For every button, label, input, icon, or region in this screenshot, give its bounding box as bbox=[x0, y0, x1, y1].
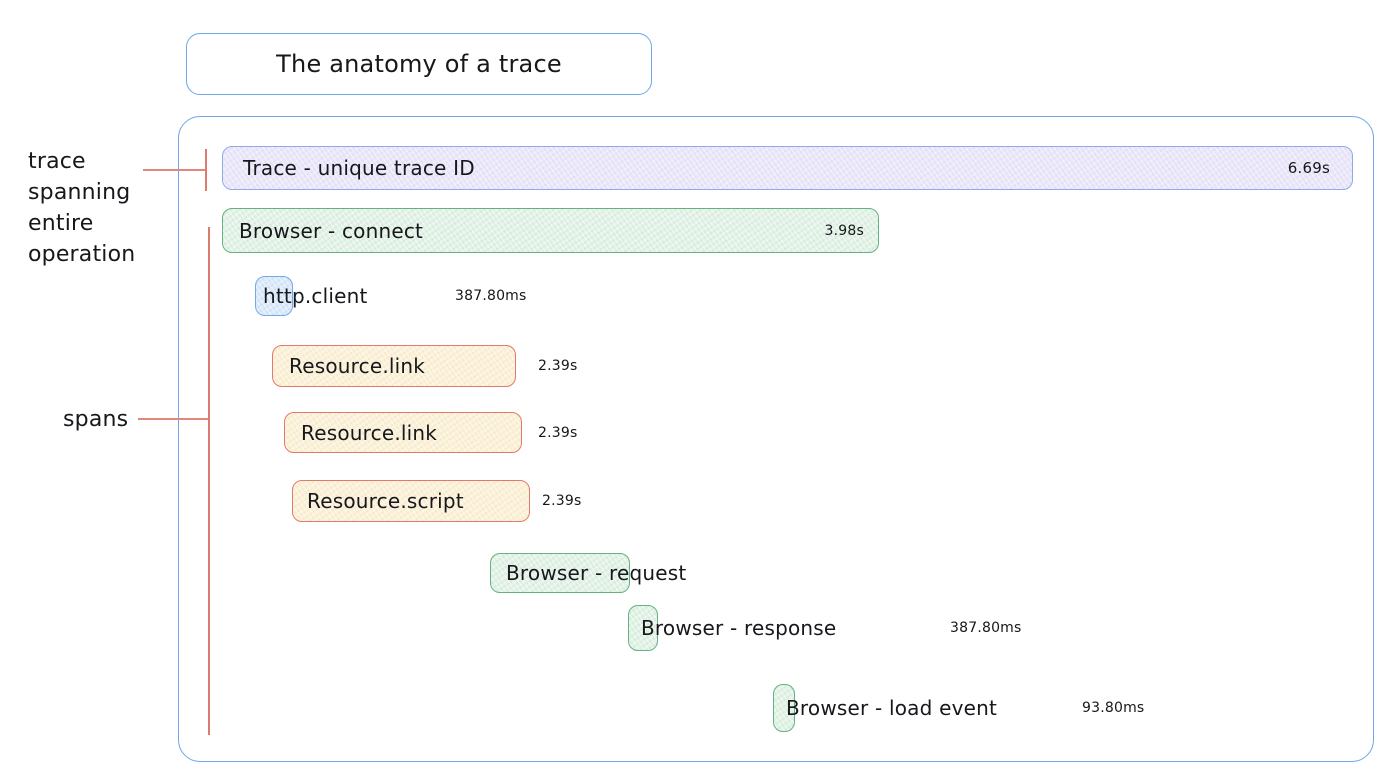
spans-pointer-line bbox=[138, 418, 210, 420]
span-label-browser-connect: Browser - connect bbox=[239, 218, 424, 243]
span-duration-browser-response: 387.80ms bbox=[950, 620, 1022, 636]
diagram-title: The anatomy of a trace bbox=[276, 50, 562, 78]
span-bar-resource-link-2: Resource.link bbox=[284, 412, 522, 453]
span-label-browser-response: Browser - response bbox=[641, 616, 837, 640]
span-label-browser-load-event: Browser - load event bbox=[786, 696, 998, 720]
trace-bar-label: Trace - unique trace ID bbox=[243, 156, 475, 180]
span-duration-browser-connect: 3.98s bbox=[824, 222, 864, 239]
span-label-resource-script: Resource.script bbox=[307, 489, 464, 513]
span-bar-browser-load-event bbox=[773, 684, 795, 732]
span-duration-resource-script: 2.39s bbox=[542, 493, 582, 509]
span-duration-resource-link-2: 2.39s bbox=[538, 424, 578, 441]
trace-pointer-tick bbox=[205, 149, 207, 191]
span-label-browser-request: Browser - request bbox=[506, 561, 687, 585]
spans-bracket-line bbox=[208, 227, 210, 735]
span-label-resource-link-2: Resource.link bbox=[301, 420, 438, 445]
span-label-resource-link-1: Resource.link bbox=[289, 354, 426, 378]
span-bar-http-client bbox=[255, 276, 293, 316]
trace-pointer-line bbox=[143, 169, 207, 171]
span-duration-browser-load-event: 93.80ms bbox=[1082, 700, 1145, 716]
span-bar-browser-response bbox=[628, 605, 658, 651]
span-bar-browser-request bbox=[490, 553, 630, 593]
span-duration-http-client: 387.80ms bbox=[455, 288, 527, 304]
annotation-spans-label: spans bbox=[63, 407, 129, 432]
span-duration-resource-link-1: 2.39s bbox=[538, 358, 578, 374]
trace-bar: Trace - unique trace ID 6.69s bbox=[222, 146, 1353, 190]
title-box: The anatomy of a trace bbox=[186, 33, 652, 95]
span-bar-resource-link-1: Resource.link bbox=[272, 345, 516, 387]
span-bar-resource-script: Resource.script bbox=[292, 480, 530, 522]
annotation-trace-label: trace spanning entire operation bbox=[28, 149, 136, 267]
span-label-http-client: http.client bbox=[263, 284, 368, 308]
span-bar-browser-connect: Browser - connect 3.98s bbox=[222, 208, 879, 253]
trace-bar-duration: 6.69s bbox=[1287, 159, 1330, 177]
